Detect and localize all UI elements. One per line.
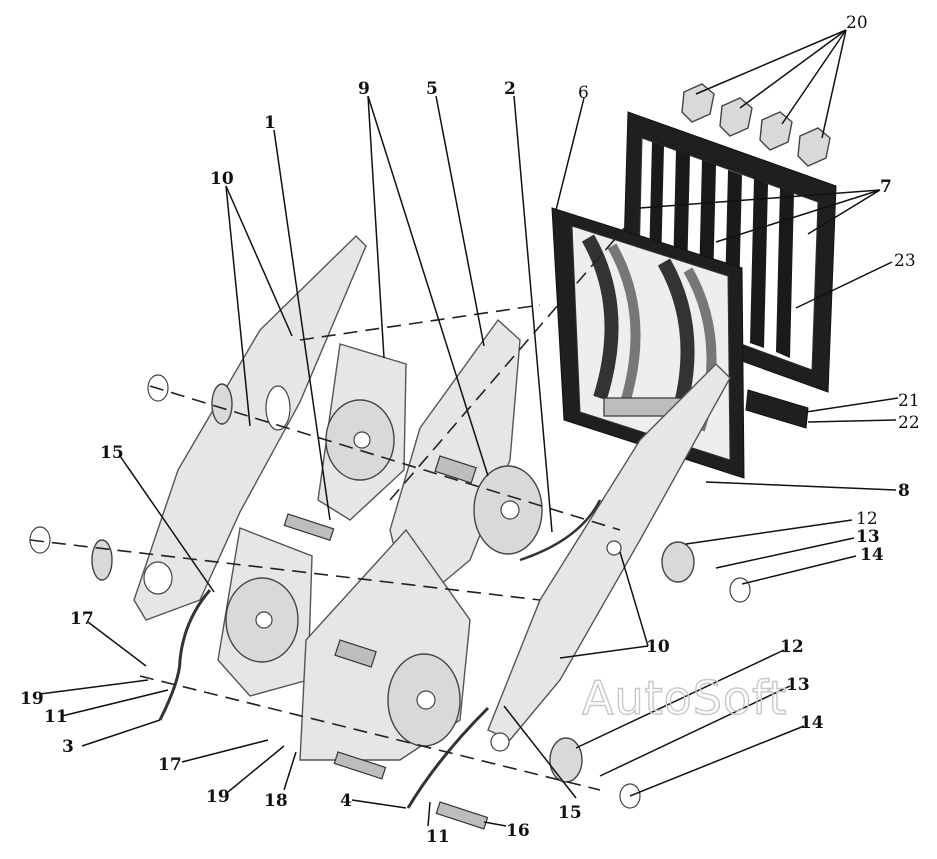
spring-2 — [519, 499, 602, 562]
callout-19-bottom: 19 — [206, 787, 230, 807]
callout-13-upper: 13 — [856, 527, 880, 547]
callout-17-bottom: 17 — [158, 755, 182, 775]
callout-9: 9 — [358, 79, 370, 99]
shafts — [283, 455, 489, 830]
callout-12-lower: 12 — [780, 637, 804, 657]
callout-6: 6 — [578, 83, 589, 103]
callout-22: 22 — [898, 413, 920, 433]
cam-plate-2 — [217, 527, 313, 697]
callout-19-left: 19 — [20, 689, 44, 709]
callout-7: 7 — [880, 177, 892, 197]
callout-15-bottom: 15 — [558, 803, 582, 823]
callout-14-lower: 14 — [800, 713, 824, 733]
callout-12-upper: 12 — [856, 509, 878, 529]
callout-13-lower: 13 — [786, 675, 810, 695]
callout-5: 5 — [426, 79, 438, 99]
callout-23: 23 — [894, 251, 916, 271]
callout-11-bottom: 11 — [426, 827, 450, 847]
washers — [29, 374, 751, 809]
leader-lines — [39, 29, 899, 827]
callout-4: 4 — [340, 791, 352, 811]
callout-14-upper: 14 — [860, 545, 884, 565]
callout-15-left: 15 — [100, 443, 124, 463]
callout-16: 16 — [506, 821, 530, 841]
assembly-axes — [29, 209, 641, 791]
callout-labels: 1 2 3 4 5 6 7 8 9 10 10 11 11 12 12 13 1… — [20, 13, 920, 847]
callout-10-bottom: 10 — [646, 637, 670, 657]
callout-3: 3 — [62, 737, 74, 757]
callout-1: 1 — [264, 113, 276, 133]
callout-20: 20 — [846, 13, 868, 33]
cover-strip — [745, 389, 809, 429]
watermark: AutoSoft — [582, 671, 788, 725]
callout-21: 21 — [898, 391, 920, 411]
callout-18: 18 — [264, 791, 288, 811]
callout-11-left: 11 — [44, 707, 68, 727]
callout-17-left: 17 — [70, 609, 94, 629]
cam-plate-1 — [317, 343, 407, 521]
spring-3 — [158, 589, 212, 721]
callout-8: 8 — [898, 481, 910, 501]
side-plate-right — [487, 363, 731, 752]
spring-4 — [406, 706, 490, 809]
callout-10-top: 10 — [210, 169, 234, 189]
callout-2: 2 — [504, 79, 516, 99]
